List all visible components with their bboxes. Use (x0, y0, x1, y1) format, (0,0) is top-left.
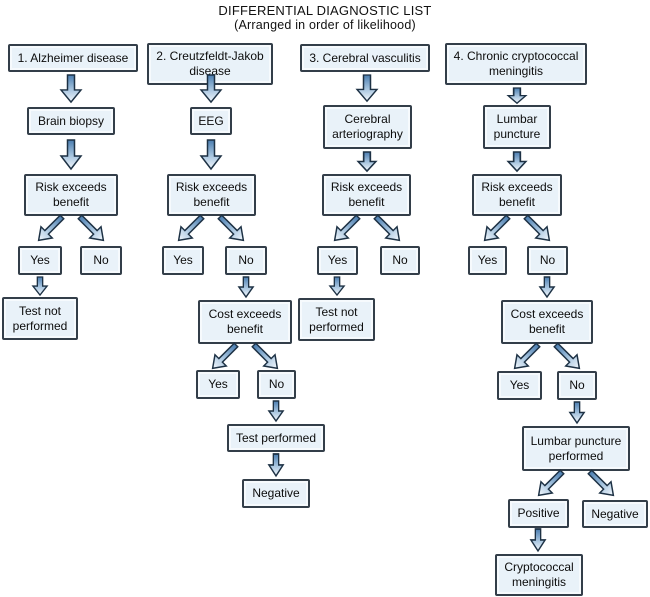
node-negative-2: Negative (242, 479, 310, 508)
node-risk-benefit-2: Risk exceeds benefit (167, 174, 256, 216)
arrow-down-icon (200, 74, 222, 103)
arrow-down-icon (569, 401, 585, 424)
node-test-performed-2: Test performed (227, 424, 325, 452)
arrow-down-icon (32, 276, 48, 296)
node-risk-benefit-1: Risk exceeds benefit (24, 174, 118, 216)
node-cost-yes-4: Yes (497, 371, 542, 400)
node-no-4: No (527, 246, 568, 275)
node-brain-biopsy: Brain biopsy (27, 107, 115, 135)
node-cost-no-4: No (557, 371, 597, 400)
arrow-diagonal-right-icon (369, 210, 406, 247)
node-cost-no-2: No (257, 370, 296, 399)
node-no-3: No (380, 246, 420, 275)
arrow-down-icon (329, 276, 345, 296)
arrow-down-icon (268, 453, 284, 477)
node-yes-3: Yes (317, 246, 358, 275)
node-lumbar-puncture-performed: Lumbar puncture performed (522, 426, 630, 471)
node-cost-yes-2: Yes (196, 370, 240, 399)
arrow-down-icon (507, 87, 527, 105)
arrow-down-icon (60, 74, 82, 103)
node-yes-2: Yes (162, 246, 204, 275)
arrow-diagonal-left-icon (532, 465, 569, 502)
node-no-2: No (225, 246, 267, 275)
arrow-down-icon (539, 276, 555, 298)
node-alzheimer-disease: 1. Alzheimer disease (8, 44, 138, 72)
arrow-diagonal-left-icon (508, 338, 545, 375)
node-test-not-performed-3: Test not performed (298, 298, 375, 341)
node-risk-benefit-3: Risk exceeds benefit (322, 174, 411, 216)
arrow-diagonal-left-icon (478, 210, 515, 247)
node-cost-benefit-2: Cost exceeds benefit (198, 300, 292, 344)
arrow-down-icon (356, 74, 378, 102)
node-cryptococcal-meningitis-final: Cryptococcal meningitis (495, 554, 583, 596)
arrow-down-icon (60, 139, 82, 170)
node-eeg: EEG (190, 107, 232, 135)
diagram-subtitle: (Arranged in order of likelihood) (234, 18, 416, 32)
arrow-diagonal-right-icon (519, 210, 556, 247)
node-risk-benefit-4: Risk exceeds benefit (472, 174, 562, 216)
arrow-down-icon (507, 151, 527, 172)
node-chronic-cryptococcal-meningitis: 4. Chronic cryptococcal meningitis (445, 43, 587, 85)
node-cerebral-arteriography: Cerebral arteriography (323, 105, 412, 149)
node-lumbar-puncture: Lumbar puncture (483, 105, 551, 149)
node-negative-4: Negative (582, 500, 648, 528)
node-no-1: No (80, 246, 122, 275)
arrow-diagonal-left-icon (172, 210, 209, 247)
arrow-diagonal-left-icon (328, 210, 365, 247)
arrow-down-icon (238, 276, 254, 298)
arrow-diagonal-right-icon (583, 465, 620, 502)
arrow-diagonal-right-icon (213, 210, 250, 247)
arrow-down-icon (530, 528, 546, 552)
arrow-down-icon (200, 139, 222, 170)
arrow-diagonal-left-icon (32, 210, 69, 247)
diagram-title: DIFFERENTIAL DIAGNOSTIC LIST (218, 3, 432, 18)
arrow-down-icon (357, 151, 377, 172)
arrow-diagonal-right-icon (549, 338, 586, 375)
arrow-diagonal-right-icon (73, 210, 110, 247)
node-cost-benefit-4: Cost exceeds benefit (501, 300, 593, 344)
arrow-down-icon (268, 400, 284, 422)
node-test-not-performed-1: Test not performed (2, 297, 78, 340)
node-yes-4: Yes (468, 246, 507, 275)
node-positive-4: Positive (508, 499, 569, 528)
node-yes-1: Yes (18, 246, 62, 275)
node-cerebral-vasculitis: 3. Cerebral vasculitis (300, 44, 430, 72)
